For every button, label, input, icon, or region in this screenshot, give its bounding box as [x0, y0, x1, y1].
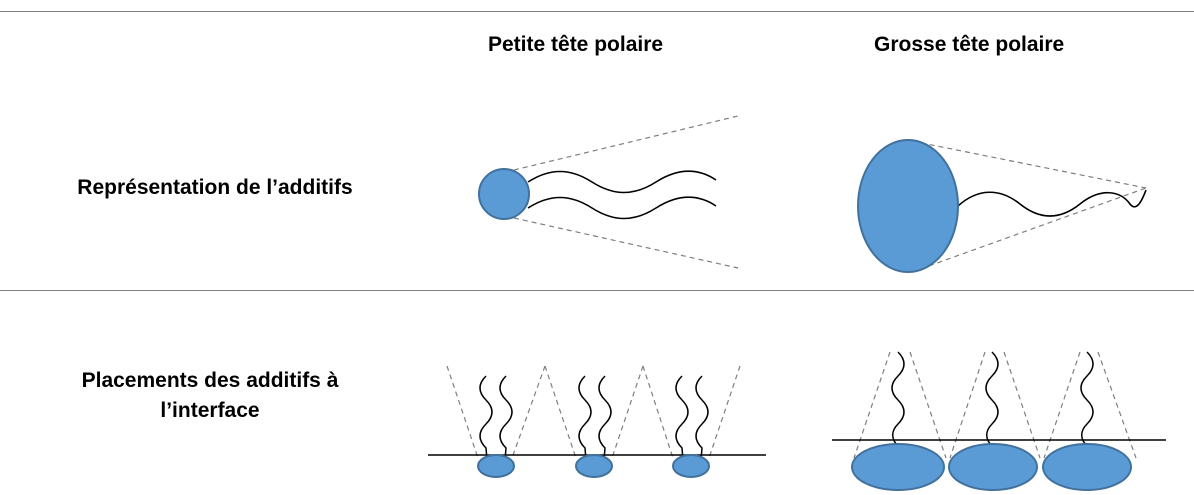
large-head-interface [832, 351, 1166, 491]
large-head-tails [891, 351, 1094, 447]
small-head-cones [446, 365, 741, 459]
large-head-cone-lower [911, 187, 1147, 273]
small-head-tail-upper [527, 170, 717, 194]
large-polar-head [857, 139, 959, 273]
column-header-small-head: Petite tête polaire [488, 33, 664, 56]
large-head-heads [851, 443, 1132, 491]
small-head-cone-lower [513, 217, 739, 269]
row-label-placement-line1: Placements des additifs à [81, 369, 339, 392]
small-head-tails [479, 375, 709, 461]
column-header-large-head: Grosse tête polaire [874, 33, 1065, 56]
large-head-cone-upper [911, 140, 1147, 189]
middle-rule [0, 290, 1194, 291]
small-polar-head [478, 168, 530, 220]
large-head-cones [853, 351, 1137, 459]
large-head-molecule [857, 139, 1147, 273]
small-head-interface [428, 365, 766, 478]
small-head-tail-lower [527, 196, 717, 220]
small-head-molecule [478, 115, 739, 269]
row-label-placement-line2: l’interface [160, 399, 260, 423]
top-rule [0, 11, 1194, 12]
small-head-cone-upper [513, 115, 739, 171]
row-label-representation: Représentation de l’additifs [77, 176, 353, 199]
small-head-heads [477, 454, 710, 478]
large-head-tail [957, 189, 1147, 217]
row-label-placement: Placements des additifs à l’interface [20, 366, 400, 427]
